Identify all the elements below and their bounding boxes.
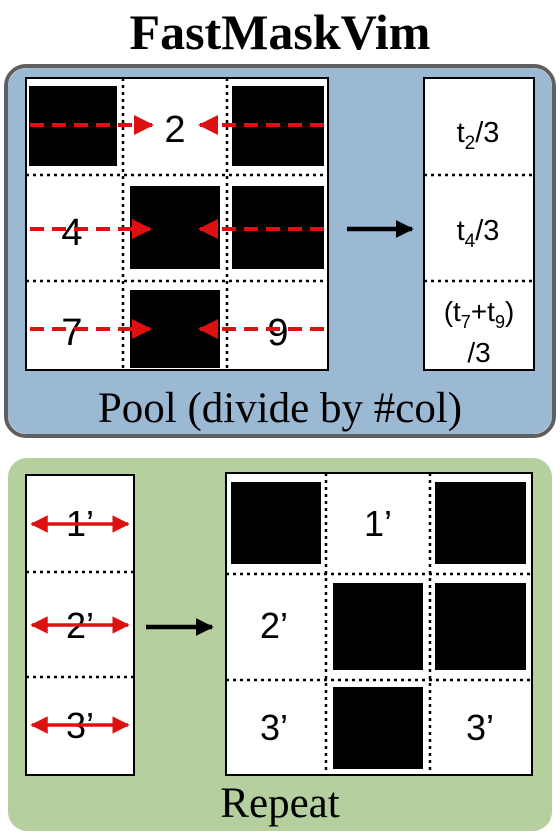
repeat-cell-label-r0c1: 1’ [364,503,392,544]
repeat-caption: Repeat [220,780,340,827]
repeat-mask-cell-r0c2 [435,482,526,564]
repeat-cell-label-r1c0: 2’ [260,605,288,646]
repeat-mask-cell-r2c1 [333,687,423,769]
pool-output-row3-line2: /3 [467,337,490,368]
pool-output-row1: t2/3 [457,117,500,154]
pool-output-column [423,77,535,371]
repeat-mask-cell-r1c1 [333,583,423,670]
pool-cell-label-4: 4 [61,212,82,254]
pool-cell-label-2: 2 [164,109,185,151]
pool-caption: Pool (divide by #col) [97,385,463,432]
repeat-mask-cell-r0c0 [231,482,321,564]
pool-panel [4,64,556,438]
pool-cell-label-9: 9 [267,312,288,354]
repeat-cell-label-r2c2: 3’ [466,707,494,748]
repeat-cell-label-r2c0: 3’ [260,707,288,748]
diagram-title: FastMaskVim [129,4,431,60]
pool-cell-label-7: 7 [61,312,82,354]
repeat-mask-cell-r1c2 [435,583,526,670]
pool-output-row3-line1: (t7+t9) [444,296,515,332]
pool-output-row2: t4/3 [457,215,500,252]
